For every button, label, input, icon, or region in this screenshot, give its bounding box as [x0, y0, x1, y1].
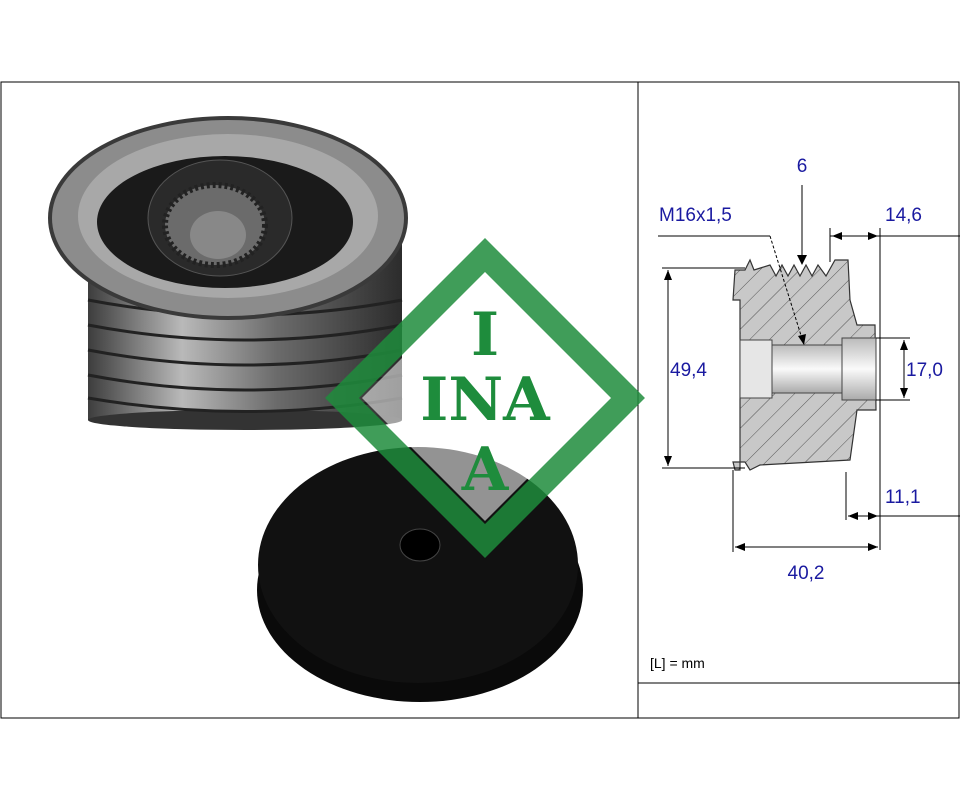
dim-thread: M16x1,5 [659, 205, 732, 226]
dim-offset-bottom: 11,1 [885, 487, 921, 508]
dim-grooves: 6 [797, 156, 808, 177]
ina-logo: I INA A [325, 238, 645, 558]
dim-outer-diameter: 49,4 [670, 360, 707, 381]
dim-offset-top: 14,6 [885, 205, 922, 226]
units-label: [L] = mm [650, 655, 705, 671]
frame [0, 81, 960, 719]
logo-letter-bottom: A [461, 435, 510, 505]
logo-wordmark: INA [420, 365, 551, 435]
dim-total-width: 40,2 [788, 563, 825, 584]
technical-drawing: 6 M16x1,5 14,6 49,4 17,0 11,1 40,2 [658, 156, 960, 584]
logo-letter-top: I [471, 300, 499, 370]
dim-bore: 17,0 [906, 360, 943, 381]
pulley-photo [48, 116, 408, 430]
